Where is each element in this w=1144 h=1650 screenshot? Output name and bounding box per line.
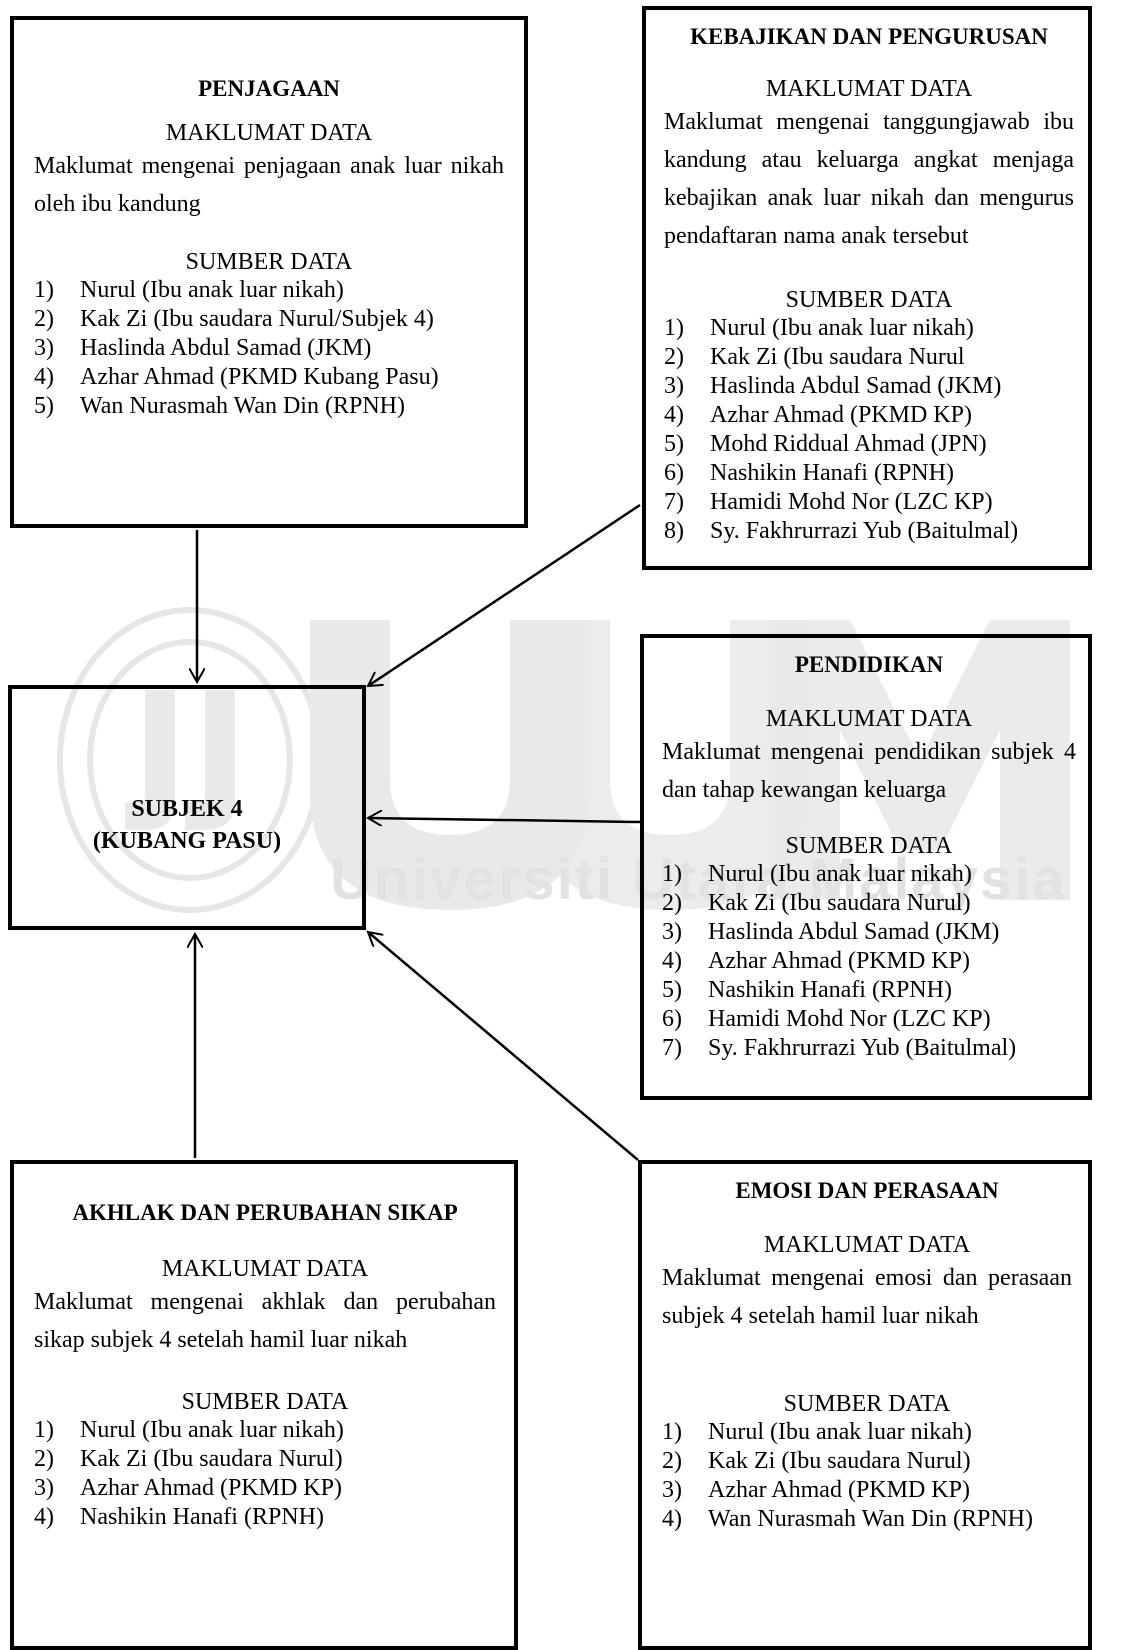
box-title: EMOSI DAN PERASAAN [735, 1178, 999, 1203]
list-item: 1)Nurul (Ibu anak luar nikah) [664, 315, 974, 341]
list-item: 8)Sy. Fakhrurrazi Yub (Baitulmal) [664, 518, 1019, 544]
sumber-label: SUMBER DATA [185, 249, 353, 275]
list-item: 4)Nashikin Hanafi (RPNH) [34, 1504, 324, 1530]
list-item: 1)Nurul (Ibu anak luar nikah) [662, 1419, 972, 1445]
list-item: 4)Azhar Ahmad (PKMD Kubang Pasu) [34, 364, 439, 390]
list-item: 2)Kak Zi (Ibu saudara Nurul) [662, 1448, 971, 1474]
center-line-2: (KUBANG PASU) [92, 828, 282, 854]
list-item: 6)Hamidi Mohd Nor (LZC KP) [662, 1006, 991, 1032]
maklumat-text: Maklumat mengenai pendidikan subjek 4 da… [662, 739, 1076, 803]
box-title: PENDIDIKAN [794, 652, 944, 677]
sumber-label: SUMBER DATA [785, 833, 953, 859]
list-item: 3)Haslinda Abdul Samad (JKM) [662, 919, 1000, 945]
list-item: 3)Haslinda Abdul Samad (JKM) [664, 373, 1002, 399]
maklumat-text: Maklumat mengenai akhlak dan perubahan s… [34, 1289, 496, 1353]
list-item: 2)Kak Zi (Ibu saudara Nurul [664, 344, 965, 370]
list-item: 4)Azhar Ahmad (PKMD KP) [662, 948, 970, 974]
box-emosi: EMOSI DAN PERASAAN MAKLUMAT DATA Makluma… [638, 1160, 1092, 1650]
list-item: 1)Nurul (Ibu anak luar nikah) [34, 277, 344, 303]
box-kebajikan: KEBAJIKAN DAN PENGURUSAN MAKLUMAT DATA M… [642, 6, 1092, 570]
list-item: 1)Nurul (Ibu anak luar nikah) [662, 861, 972, 887]
maklumat-label: MAKLUMAT DATA [161, 1256, 369, 1282]
list-item: 4)Wan Nurasmah Wan Din (RPNH) [662, 1506, 1033, 1532]
arrow-kebajikan [368, 503, 641, 686]
center-line-1: SUBJEK 4 [131, 796, 243, 822]
list-item: 3)Azhar Ahmad (PKMD KP) [662, 1477, 970, 1503]
sumber-label: SUMBER DATA [783, 1391, 951, 1417]
list-item: 5)Mohd Riddual Ahmad (JPN) [664, 431, 987, 457]
list-item: 2)Kak Zi (Ibu saudara Nurul) [34, 1446, 343, 1472]
maklumat-label: MAKLUMAT DATA [765, 706, 973, 732]
list-item: 1)Nurul (Ibu anak luar nikah) [34, 1417, 344, 1443]
box-subjek-4: SUBJEK 4 (KUBANG PASU) [8, 685, 366, 930]
arrow-pendidikan [368, 818, 641, 822]
source-list: 1)Nurul (Ibu anak luar nikah) 2)Kak Zi (… [662, 1418, 1072, 1534]
box-pendidikan: PENDIDIKAN MAKLUMAT DATA Maklumat mengen… [640, 634, 1092, 1100]
list-item: 6)Nashikin Hanafi (RPNH) [664, 460, 954, 486]
maklumat-text: Maklumat mengenai penjagaan anak luar ni… [34, 153, 504, 217]
box-title: PENJAGAAN [198, 76, 340, 101]
box-penjagaan: PENJAGAAN MAKLUMAT DATA Maklumat mengena… [10, 16, 528, 528]
center-label: SUBJEK 4 (KUBANG PASU) [12, 793, 362, 857]
list-item: 2)Kak Zi (Ibu saudara Nurul) [662, 890, 971, 916]
maklumat-text: Maklumat mengenai emosi dan perasaan sub… [662, 1265, 1072, 1329]
source-list: 1)Nurul (Ibu anak luar nikah) 2)Kak Zi (… [34, 276, 504, 421]
list-item: 7)Sy. Fakhrurrazi Yub (Baitulmal) [662, 1035, 1017, 1061]
box-akhlak: AKHLAK DAN PERUBAHAN SIKAP MAKLUMAT DATA… [10, 1160, 518, 1650]
maklumat-label: MAKLUMAT DATA [765, 76, 973, 102]
source-list: 1)Nurul (Ibu anak luar nikah) 2)Kak Zi (… [664, 314, 1074, 546]
box-title: AKHLAK DAN PERUBAHAN SIKAP [72, 1200, 458, 1225]
list-item: 7)Hamidi Mohd Nor (LZC KP) [664, 489, 993, 515]
list-item: 3)Azhar Ahmad (PKMD KP) [34, 1475, 342, 1501]
arrow-emosi [368, 932, 639, 1161]
list-item: 3)Haslinda Abdul Samad (JKM) [34, 335, 372, 361]
box-title: KEBAJIKAN DAN PENGURUSAN [690, 24, 1048, 49]
sumber-label: SUMBER DATA [785, 287, 953, 313]
maklumat-label: MAKLUMAT DATA [165, 120, 373, 146]
list-item: 5)Nashikin Hanafi (RPNH) [662, 977, 952, 1003]
list-item: 5)Wan Nurasmah Wan Din (RPNH) [34, 393, 405, 419]
list-item: 2)Kak Zi (Ibu saudara Nurul/Subjek 4) [34, 306, 434, 332]
maklumat-label: MAKLUMAT DATA [763, 1232, 971, 1258]
list-item: 4)Azhar Ahmad (PKMD KP) [664, 402, 972, 428]
source-list: 1)Nurul (Ibu anak luar nikah) 2)Kak Zi (… [34, 1416, 496, 1532]
source-list: 1)Nurul (Ibu anak luar nikah) 2)Kak Zi (… [662, 860, 1076, 1063]
maklumat-text: Maklumat mengenai tanggungjawab ibu kand… [664, 109, 1074, 249]
sumber-label: SUMBER DATA [181, 1389, 349, 1415]
